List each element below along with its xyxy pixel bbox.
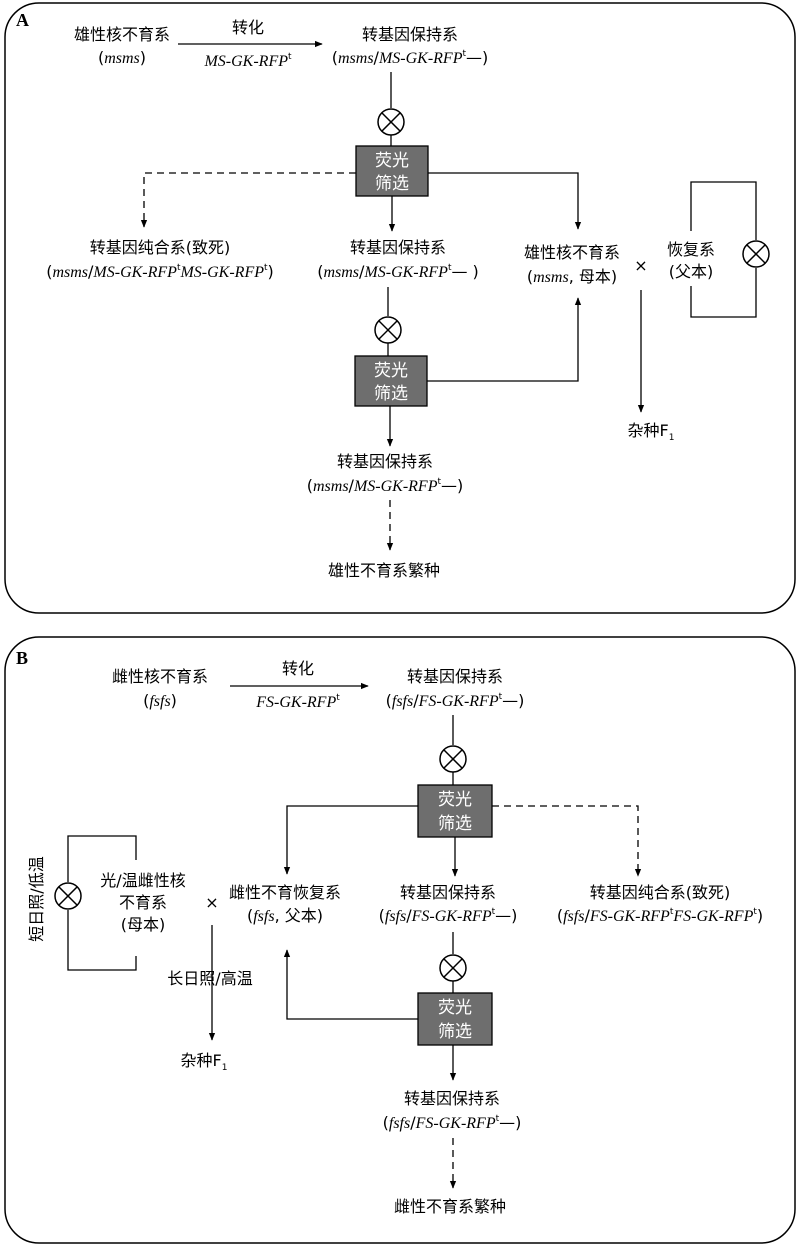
transgenic-maintainer-name: 转基因保持系 <box>407 667 503 686</box>
panel-a-frame <box>4 2 796 614</box>
female-sterile-role: (母本) <box>121 915 166 934</box>
transgenic-homozygous-name: 转基因纯合系(致死) <box>590 883 731 902</box>
fluorescence-screen-box <box>355 145 429 197</box>
arrow-to-restorer <box>283 805 418 875</box>
female-sterile-line-name: 光/温雌性核 <box>100 871 185 890</box>
fluorescence-screen-box <box>417 992 493 1046</box>
transgenic-homozygous-name: 转基因纯合系(致死) <box>90 238 231 257</box>
propagation-label: 雄性不育系繁种 <box>328 561 440 580</box>
self-cross-icon <box>377 108 405 136</box>
transgenic-maintainer-genotype: (msms/MS-GK-RFPt—) <box>307 476 464 495</box>
transgenic-maintainer-name: 转基因保持系 <box>350 238 446 257</box>
restorer-line-name: 恢复系 <box>667 240 715 259</box>
transgenic-maintainer-genotype: (msms/MS-GK-RFPt—) <box>332 48 489 67</box>
female-restorer-genotype: (fsfs, 父本) <box>247 906 323 925</box>
short-day-low-temp-label: 短日照/低温 <box>27 856 46 941</box>
hybrid-f1-label: 杂种F1 <box>181 1051 228 1073</box>
restorer-self-loop <box>690 181 757 240</box>
panel-b: B 雌性核不育系 (fsfs) 转化 FS-GK-RFPt 转基因保持系 (fs… <box>4 636 796 1244</box>
screen-label: 荧光 <box>438 790 472 810</box>
male-sterile-genotype-mother: (msms, 母本) <box>527 267 617 286</box>
screen-label: 荧光 <box>374 361 408 381</box>
panel-b-label: B <box>16 648 28 668</box>
self-cross-icon <box>54 882 82 910</box>
cross-symbol: × <box>634 256 647 275</box>
self-cross-icon <box>374 316 402 344</box>
panel-a: A 雄性核不育系 (msms) 转化 MS-GK-RFPt 转基因保持系 (ms… <box>4 2 796 614</box>
transgenic-homozygous-genotype: (fsfs/FS-GK-RFPtFS-GK-RFPt) <box>557 906 763 925</box>
female-sterile-line-name: 不育系 <box>119 893 167 912</box>
transgene-construct: FS-GK-RFPt <box>255 693 340 711</box>
male-sterile-genotype: (msms) <box>98 48 146 67</box>
transgenic-homozygous-genotype: (msms/MS-GK-RFPtMS-GK-RFPt) <box>46 262 274 281</box>
transgenic-maintainer-name: 转基因保持系 <box>400 883 496 902</box>
transgenic-maintainer-name: 转基因保持系 <box>404 1089 500 1108</box>
cross-symbol: × <box>205 893 218 912</box>
long-day-high-temp-label: 长日照/高温 <box>167 969 252 988</box>
arrow-to-sterile-line <box>428 172 582 230</box>
screen-label: 荧光 <box>438 998 472 1018</box>
screen-label: 筛选 <box>438 1022 472 1042</box>
panel-a-label: A <box>16 10 29 30</box>
arrow-to-restorer <box>283 949 418 1020</box>
self-cross-icon <box>439 745 467 773</box>
transgene-construct: MS-GK-RFPt <box>203 52 292 70</box>
panel-b-frame <box>4 636 796 1244</box>
arrow-to-sterile-line <box>427 297 582 382</box>
screen-label: 荧光 <box>375 151 409 171</box>
transgenic-maintainer-genotype: (fsfs/FS-GK-RFPt—) <box>379 906 518 925</box>
restorer-role: (父本) <box>669 262 714 281</box>
transgenic-maintainer-genotype: (fsfs/FS-GK-RFPt—) <box>386 691 525 710</box>
restorer-self-loop <box>690 268 757 318</box>
dashed-arrow-to-homozygous <box>492 805 642 877</box>
sterile-self-loop <box>67 910 137 971</box>
screen-label: 筛选 <box>374 384 408 404</box>
female-restorer-name: 雌性不育恢复系 <box>229 883 341 902</box>
self-cross-icon <box>439 954 467 982</box>
transformation-label: 转化 <box>282 659 314 678</box>
female-sterile-genotype: (fsfs) <box>143 691 177 710</box>
propagation-label: 雌性不育系繁种 <box>394 1197 506 1216</box>
transformation-label: 转化 <box>232 18 264 37</box>
sterile-self-loop <box>67 835 137 882</box>
transgenic-maintainer-genotype: (fsfs/FS-GK-RFPt—) <box>383 1113 522 1132</box>
screen-label: 筛选 <box>438 814 472 834</box>
hybrid-f1-label: 杂种F1 <box>628 421 675 443</box>
fluorescence-screen-box <box>417 784 493 838</box>
male-sterile-line-name: 雄性核不育系 <box>524 243 620 262</box>
screen-label: 筛选 <box>375 174 409 194</box>
self-cross-icon <box>742 240 770 268</box>
male-sterile-line-name: 雄性核不育系 <box>74 25 170 44</box>
female-sterile-line-name: 雌性核不育系 <box>112 667 208 686</box>
transgenic-maintainer-name: 转基因保持系 <box>337 452 433 471</box>
transgenic-maintainer-genotype: (msms/MS-GK-RFPt— ) <box>317 262 479 281</box>
transgenic-maintainer-name: 转基因保持系 <box>362 25 458 44</box>
